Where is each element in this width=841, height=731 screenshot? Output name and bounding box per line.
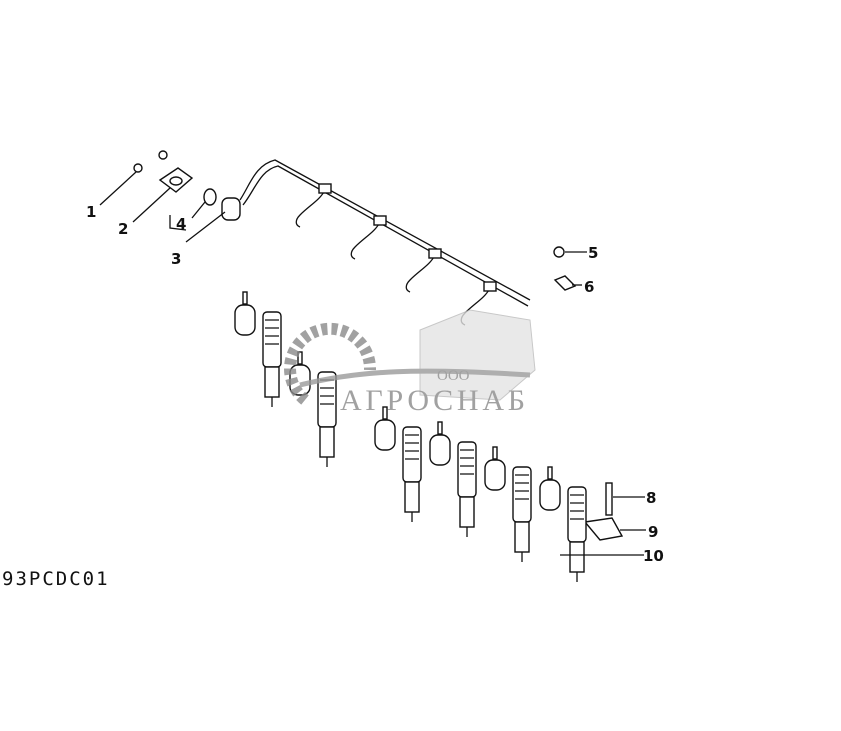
injector — [234, 291, 282, 407]
wiring-harness — [239, 159, 531, 326]
injector — [289, 351, 337, 467]
callout-2: 2 — [118, 220, 128, 238]
drawing-code: 93PCDC01 — [2, 568, 110, 590]
watermark-name: АГРОСНАБ — [340, 384, 525, 417]
watermark-logo: ООО АГРОСНАБ — [284, 309, 536, 417]
callout-3: 3 — [171, 250, 181, 268]
callout-10: 10 — [643, 547, 664, 565]
harness-branch — [295, 189, 326, 228]
leader-lines — [99, 171, 646, 556]
harness-branch — [350, 221, 381, 260]
injector — [374, 406, 422, 522]
injectors — [234, 291, 587, 582]
harness-connector — [318, 183, 332, 194]
harness-connector — [428, 248, 442, 259]
callout-4: 4 — [176, 215, 186, 233]
callout-8: 8 — [646, 489, 656, 507]
harness-connector — [483, 281, 497, 292]
injector — [484, 446, 532, 562]
injector — [429, 421, 477, 537]
watermark-prefix: ООО — [437, 368, 470, 384]
callout-6: 6 — [584, 278, 594, 296]
harness-branch — [405, 254, 436, 293]
harness-connector — [373, 215, 387, 226]
callout-9: 9 — [648, 523, 658, 541]
callout-5: 5 — [588, 244, 598, 262]
mounting-parts — [133, 150, 624, 541]
callout-1: 1 — [86, 203, 96, 221]
injector — [539, 466, 587, 582]
